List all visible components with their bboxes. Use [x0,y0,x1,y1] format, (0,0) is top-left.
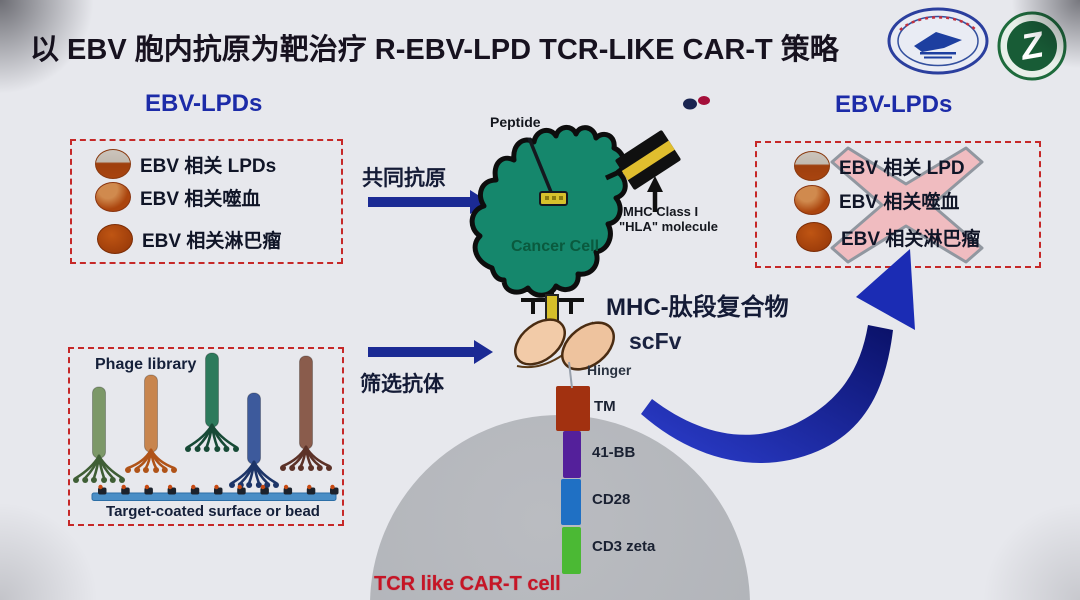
ebv-lpd-icon [794,185,830,215]
hospital-logo-icon: Z [997,11,1067,81]
peptide-pointer-line [527,137,553,193]
41bb-segment [563,431,581,478]
cd28-segment [561,479,581,525]
target-surface-caption: Target-coated surface or bead [106,503,320,520]
mhc-arm-line [604,165,630,181]
hla-molecule-label: "HLA" molecule [619,219,719,234]
cancer-cell-label: Cancer Cell [510,238,600,255]
mhc-class-label: MHC Class I [623,204,699,219]
pointer-mark [698,96,710,105]
list-item: EBV 相关淋巴瘤 [97,224,281,254]
arrow-right-icon [368,340,493,364]
list-item: EBV 相关 LPDs [95,149,276,179]
list-item-label: EBV 相关噬血 [839,191,960,213]
mhc-peptide-complex-label: MHC-肽段复合物 [606,294,789,321]
41bb-label: 41-BB [592,444,636,461]
ebv-lpd-icon [97,224,133,254]
list-item: EBV 相关噬血 [95,182,260,212]
cd3zeta-segment [562,527,581,574]
tcr-cart-cell-label: TCR like CAR-T cell [374,573,561,595]
pointer-mark [683,98,697,110]
list-item-label: EBV 相关噬血 [140,188,261,210]
list-item: EBV 相关 LPD [794,151,965,181]
page-title: 以 EBV 胞内抗原为靶治疗 R-EBV-LPD TCR-LIKE CAR-T … [30,34,839,66]
cancer-cell-shape [469,125,628,298]
select-antibody-label: 筛选抗体 [360,373,444,396]
arrow-up-icon [647,176,663,192]
right-panel-heading: EBV-LPDs [835,91,953,118]
scfv-linker [516,321,594,369]
phage-library-heading: Phage library [95,356,197,373]
peptide-shape [539,191,568,206]
list-item: EBV 相关噬血 [794,185,959,215]
ebv-lpd-icon [794,151,830,181]
mhc-molecule-icon [615,130,681,190]
tm-segment [556,386,590,431]
peptide-complex-shape [545,294,559,323]
cd3zeta-label: CD3 zeta [592,538,656,555]
left-panel-heading: EBV-LPDs [145,90,263,117]
arrow-right-icon [368,190,489,214]
ebv-lpd-icon [95,182,131,212]
hinge-line [568,361,573,389]
list-item-label: EBV 相关淋巴瘤 [841,228,981,250]
tm-label: TM [594,398,616,415]
university-logo-icon [887,7,989,75]
list-item-label: EBV 相关 LPD [839,157,965,179]
common-antigen-label: 共同抗原 [362,167,446,190]
scfv-domain-shape [514,318,566,366]
ebv-lpd-icon [95,149,131,179]
list-item-label: EBV 相关淋巴瘤 [142,230,282,252]
list-item: EBV 相关淋巴瘤 [796,222,980,252]
list-item-label: EBV 相关 LPDs [140,155,277,177]
hinge-label: Hinger [587,362,632,378]
ebv-lpd-icon [796,222,832,252]
cd28-label: CD28 [592,491,631,508]
scfv-label: scFv [629,328,682,354]
peptide-label: Peptide [490,114,541,130]
